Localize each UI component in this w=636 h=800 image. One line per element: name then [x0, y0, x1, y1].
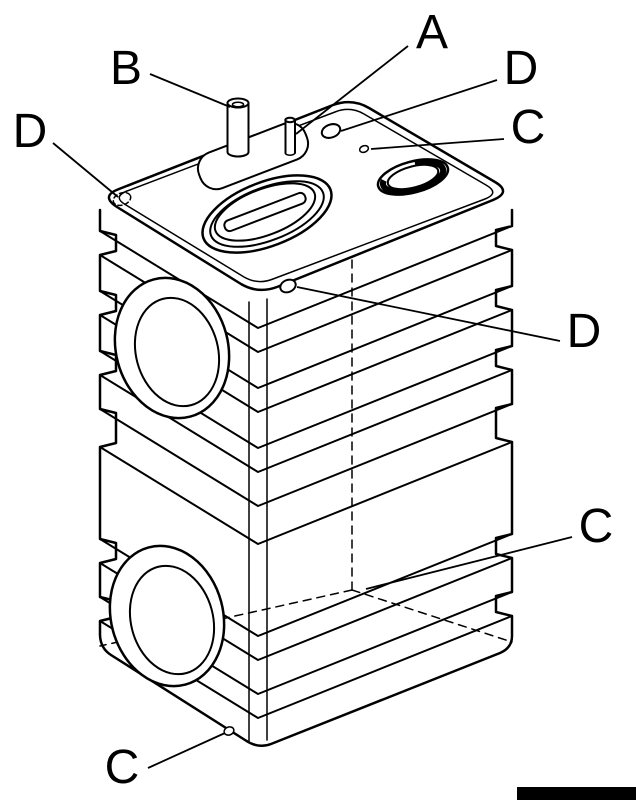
filler-cap-slot — [223, 191, 307, 233]
filler-cap-slot-outline — [223, 191, 307, 233]
leader-line-c-top — [370, 138, 505, 150]
leader-line-d-middle — [296, 286, 561, 342]
rib-line — [99, 441, 513, 545]
hidden-hole-mark — [112, 191, 132, 207]
vent-hole-d — [320, 123, 342, 139]
rib-line — [99, 403, 513, 507]
leader-line-b — [149, 73, 231, 108]
leader-line-d-left — [52, 142, 119, 198]
upper-port-outer-rim — [113, 276, 231, 420]
callout-label-d-left: D — [13, 105, 48, 158]
vent-pipe-body — [227, 103, 249, 152]
top-face-inner-lip — [118, 108, 494, 283]
leader-line-c-bottom — [147, 732, 226, 769]
callout-label-c-top: C — [511, 101, 546, 154]
upper-port-inner-rim — [133, 296, 221, 408]
corner-black-bar — [517, 787, 636, 800]
breather-pin-body — [285, 120, 295, 153]
vent-pipe — [226, 97, 250, 158]
tank-top-face — [107, 97, 505, 294]
bayonet-cap-grip — [379, 159, 447, 195]
rib-line — [99, 225, 513, 329]
filler-cap-top — [213, 182, 317, 242]
lower-port — [108, 544, 226, 688]
lip-hole-d — [279, 278, 297, 294]
leader-line-d-top — [340, 79, 498, 132]
hidden-bottom-right-edge — [351, 589, 513, 643]
bayonet-cap — [376, 158, 450, 196]
callout-label-c-bottom: C — [105, 741, 140, 794]
breather-pin — [284, 116, 296, 156]
callout-label-c-middle: C — [579, 500, 614, 553]
sensor-hole-c — [358, 144, 370, 154]
breather-pin-top — [284, 116, 296, 124]
body-silhouette — [98, 208, 514, 748]
vent-pipe-bore — [231, 101, 245, 108]
callout-label-d-middle: D — [567, 305, 602, 358]
leader-line-c-middle — [365, 536, 573, 590]
leader-line-a — [295, 45, 409, 135]
lower-port-inner-rim — [128, 564, 216, 676]
callout-label-b: B — [110, 42, 142, 95]
upper-port — [113, 276, 231, 420]
callout-label-a: A — [416, 6, 448, 59]
filler-cap — [201, 174, 333, 254]
callout-label-d-top: D — [504, 42, 539, 95]
